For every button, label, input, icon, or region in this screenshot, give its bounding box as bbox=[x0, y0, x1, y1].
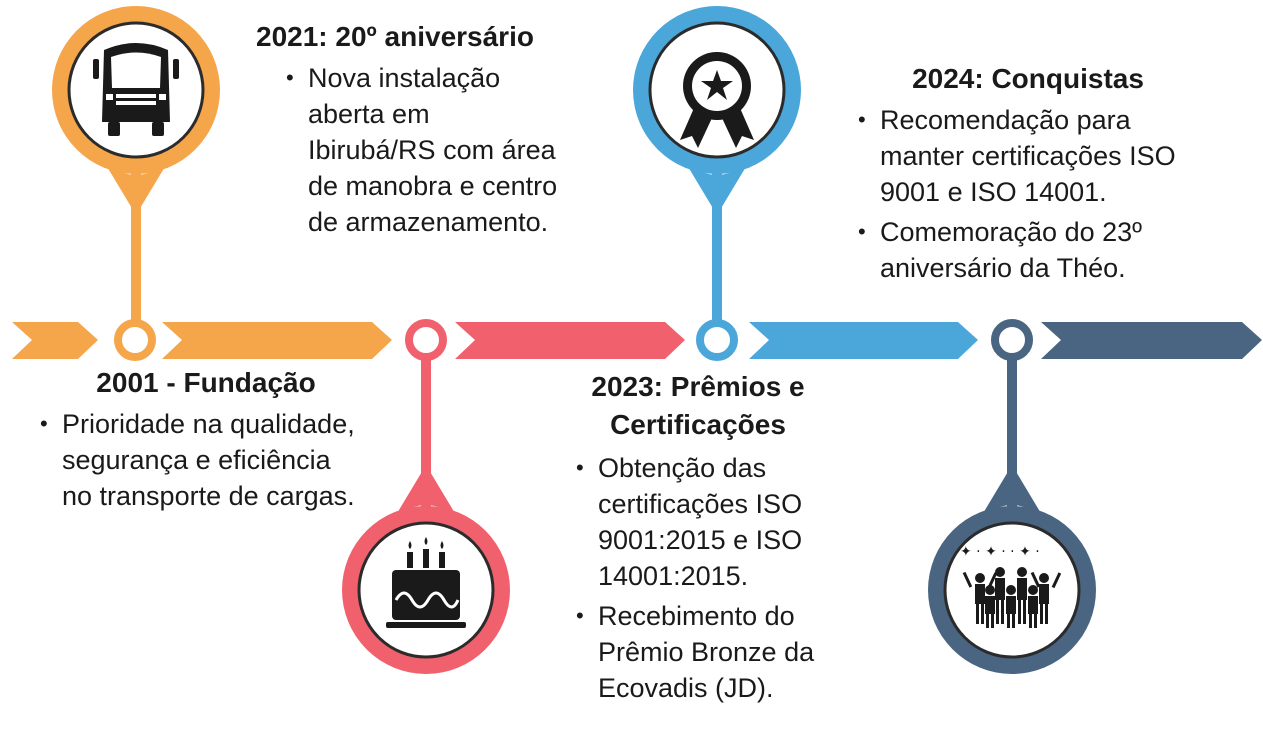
award-ribbon-icon bbox=[680, 52, 754, 148]
arrow-segment-orange bbox=[162, 322, 392, 359]
milestone-item: Recomendação para manter certificações I… bbox=[858, 102, 1208, 210]
arrow-segment-orange-left bbox=[12, 322, 98, 359]
milestone-list: Prioridade na qualidade, segurança e efi… bbox=[30, 406, 360, 514]
svg-text:✦ · ✦ · · ✦ ·: ✦ · ✦ · · ✦ · bbox=[960, 544, 1040, 560]
node-2024 bbox=[991, 319, 1033, 361]
milestone-list: Obtenção das certificações ISO 9001:2015… bbox=[566, 450, 838, 706]
milestone-title: 2001 - Fundação bbox=[96, 367, 316, 398]
milestone-item: Recebimento do Prêmio Bronze da Ecovadis… bbox=[576, 598, 838, 706]
arrow-segment-blue bbox=[749, 322, 978, 359]
milestone-2023: 2023: Prêmios e Certificações Obtenção d… bbox=[566, 368, 866, 706]
birthday-cake-icon bbox=[386, 537, 466, 628]
milestone-2001: 2001 - Fundação Prioridade na qualidade,… bbox=[30, 364, 360, 514]
node-2021 bbox=[405, 319, 447, 361]
connector-2021 bbox=[421, 358, 431, 508]
milestone-item: Nova instalação aberta em Ibirubá/RS com… bbox=[286, 60, 558, 240]
connector-2023 bbox=[712, 150, 722, 322]
milestone-list: Nova instalação aberta em Ibirubá/RS com… bbox=[256, 60, 558, 240]
arrow-segment-slate bbox=[1041, 322, 1262, 359]
milestone-title: 2021: 20º aniversário bbox=[256, 21, 534, 52]
milestone-title: 2023: Prêmios e Certificações bbox=[591, 371, 805, 440]
pin-2023 bbox=[633, 6, 801, 215]
milestone-item: Comemoração do 23º aniversário da Théo. bbox=[858, 214, 1208, 286]
node-2023 bbox=[696, 319, 738, 361]
milestone-item: Obtenção das certificações ISO 9001:2015… bbox=[576, 450, 838, 594]
node-2001 bbox=[114, 319, 156, 361]
connector-2024 bbox=[1007, 358, 1017, 508]
truck-icon bbox=[93, 43, 179, 136]
celebrating-people-icon: ✦ · ✦ · · ✦ · bbox=[960, 544, 1062, 628]
milestone-title: 2024: Conquistas bbox=[912, 63, 1144, 94]
milestone-list: Recomendação para manter certificações I… bbox=[848, 102, 1208, 286]
milestone-2021: 2021: 20º aniversário Nova instalação ab… bbox=[256, 18, 586, 240]
timeline-arrow bbox=[12, 322, 1262, 359]
pin-2021 bbox=[342, 465, 510, 674]
milestone-2024: 2024: Conquistas Recomendação para mante… bbox=[848, 60, 1208, 286]
milestone-item: Prioridade na qualidade, segurança e efi… bbox=[40, 406, 360, 514]
pin-2024 bbox=[928, 465, 1096, 674]
arrow-segment-red bbox=[455, 322, 685, 359]
connector-2001 bbox=[131, 150, 141, 322]
